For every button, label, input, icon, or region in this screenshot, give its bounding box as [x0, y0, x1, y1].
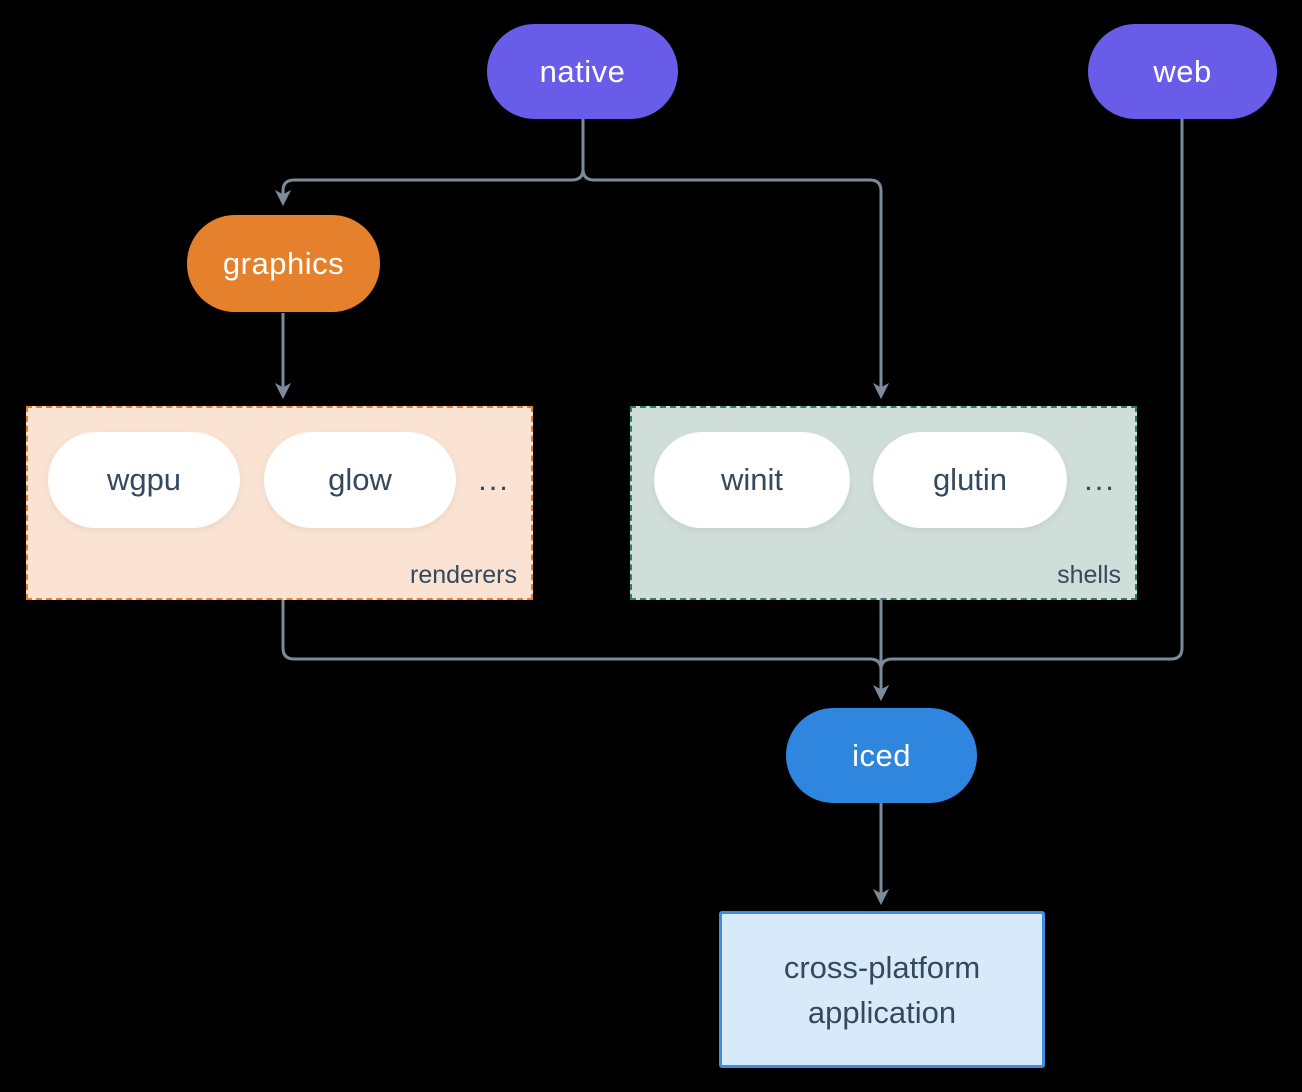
- renderers-ellipsis: ...: [478, 462, 510, 497]
- edge-renderers-merge: [281, 600, 883, 671]
- shells-ellipsis: ...: [1084, 462, 1116, 497]
- node-iced: iced: [786, 708, 977, 803]
- renderers-group-label: renderers: [410, 561, 517, 589]
- edge-native-graphics: [274, 119, 585, 207]
- node-winit: winit: [654, 432, 850, 528]
- node-glutin: glutin: [873, 432, 1067, 528]
- node-glow: glow: [264, 432, 456, 528]
- shells-group-label: shells: [1057, 561, 1121, 589]
- edge-native-shells: [581, 119, 890, 400]
- node-cross-platform-application: cross-platform application: [719, 911, 1045, 1068]
- node-native: native: [487, 24, 678, 119]
- node-web: web: [1088, 24, 1277, 119]
- node-graphics: graphics: [187, 215, 380, 312]
- node-wgpu: wgpu: [48, 432, 240, 528]
- group-shells: winit glutin ... shells: [630, 406, 1137, 600]
- group-renderers: wgpu glow ... renderers: [26, 406, 533, 600]
